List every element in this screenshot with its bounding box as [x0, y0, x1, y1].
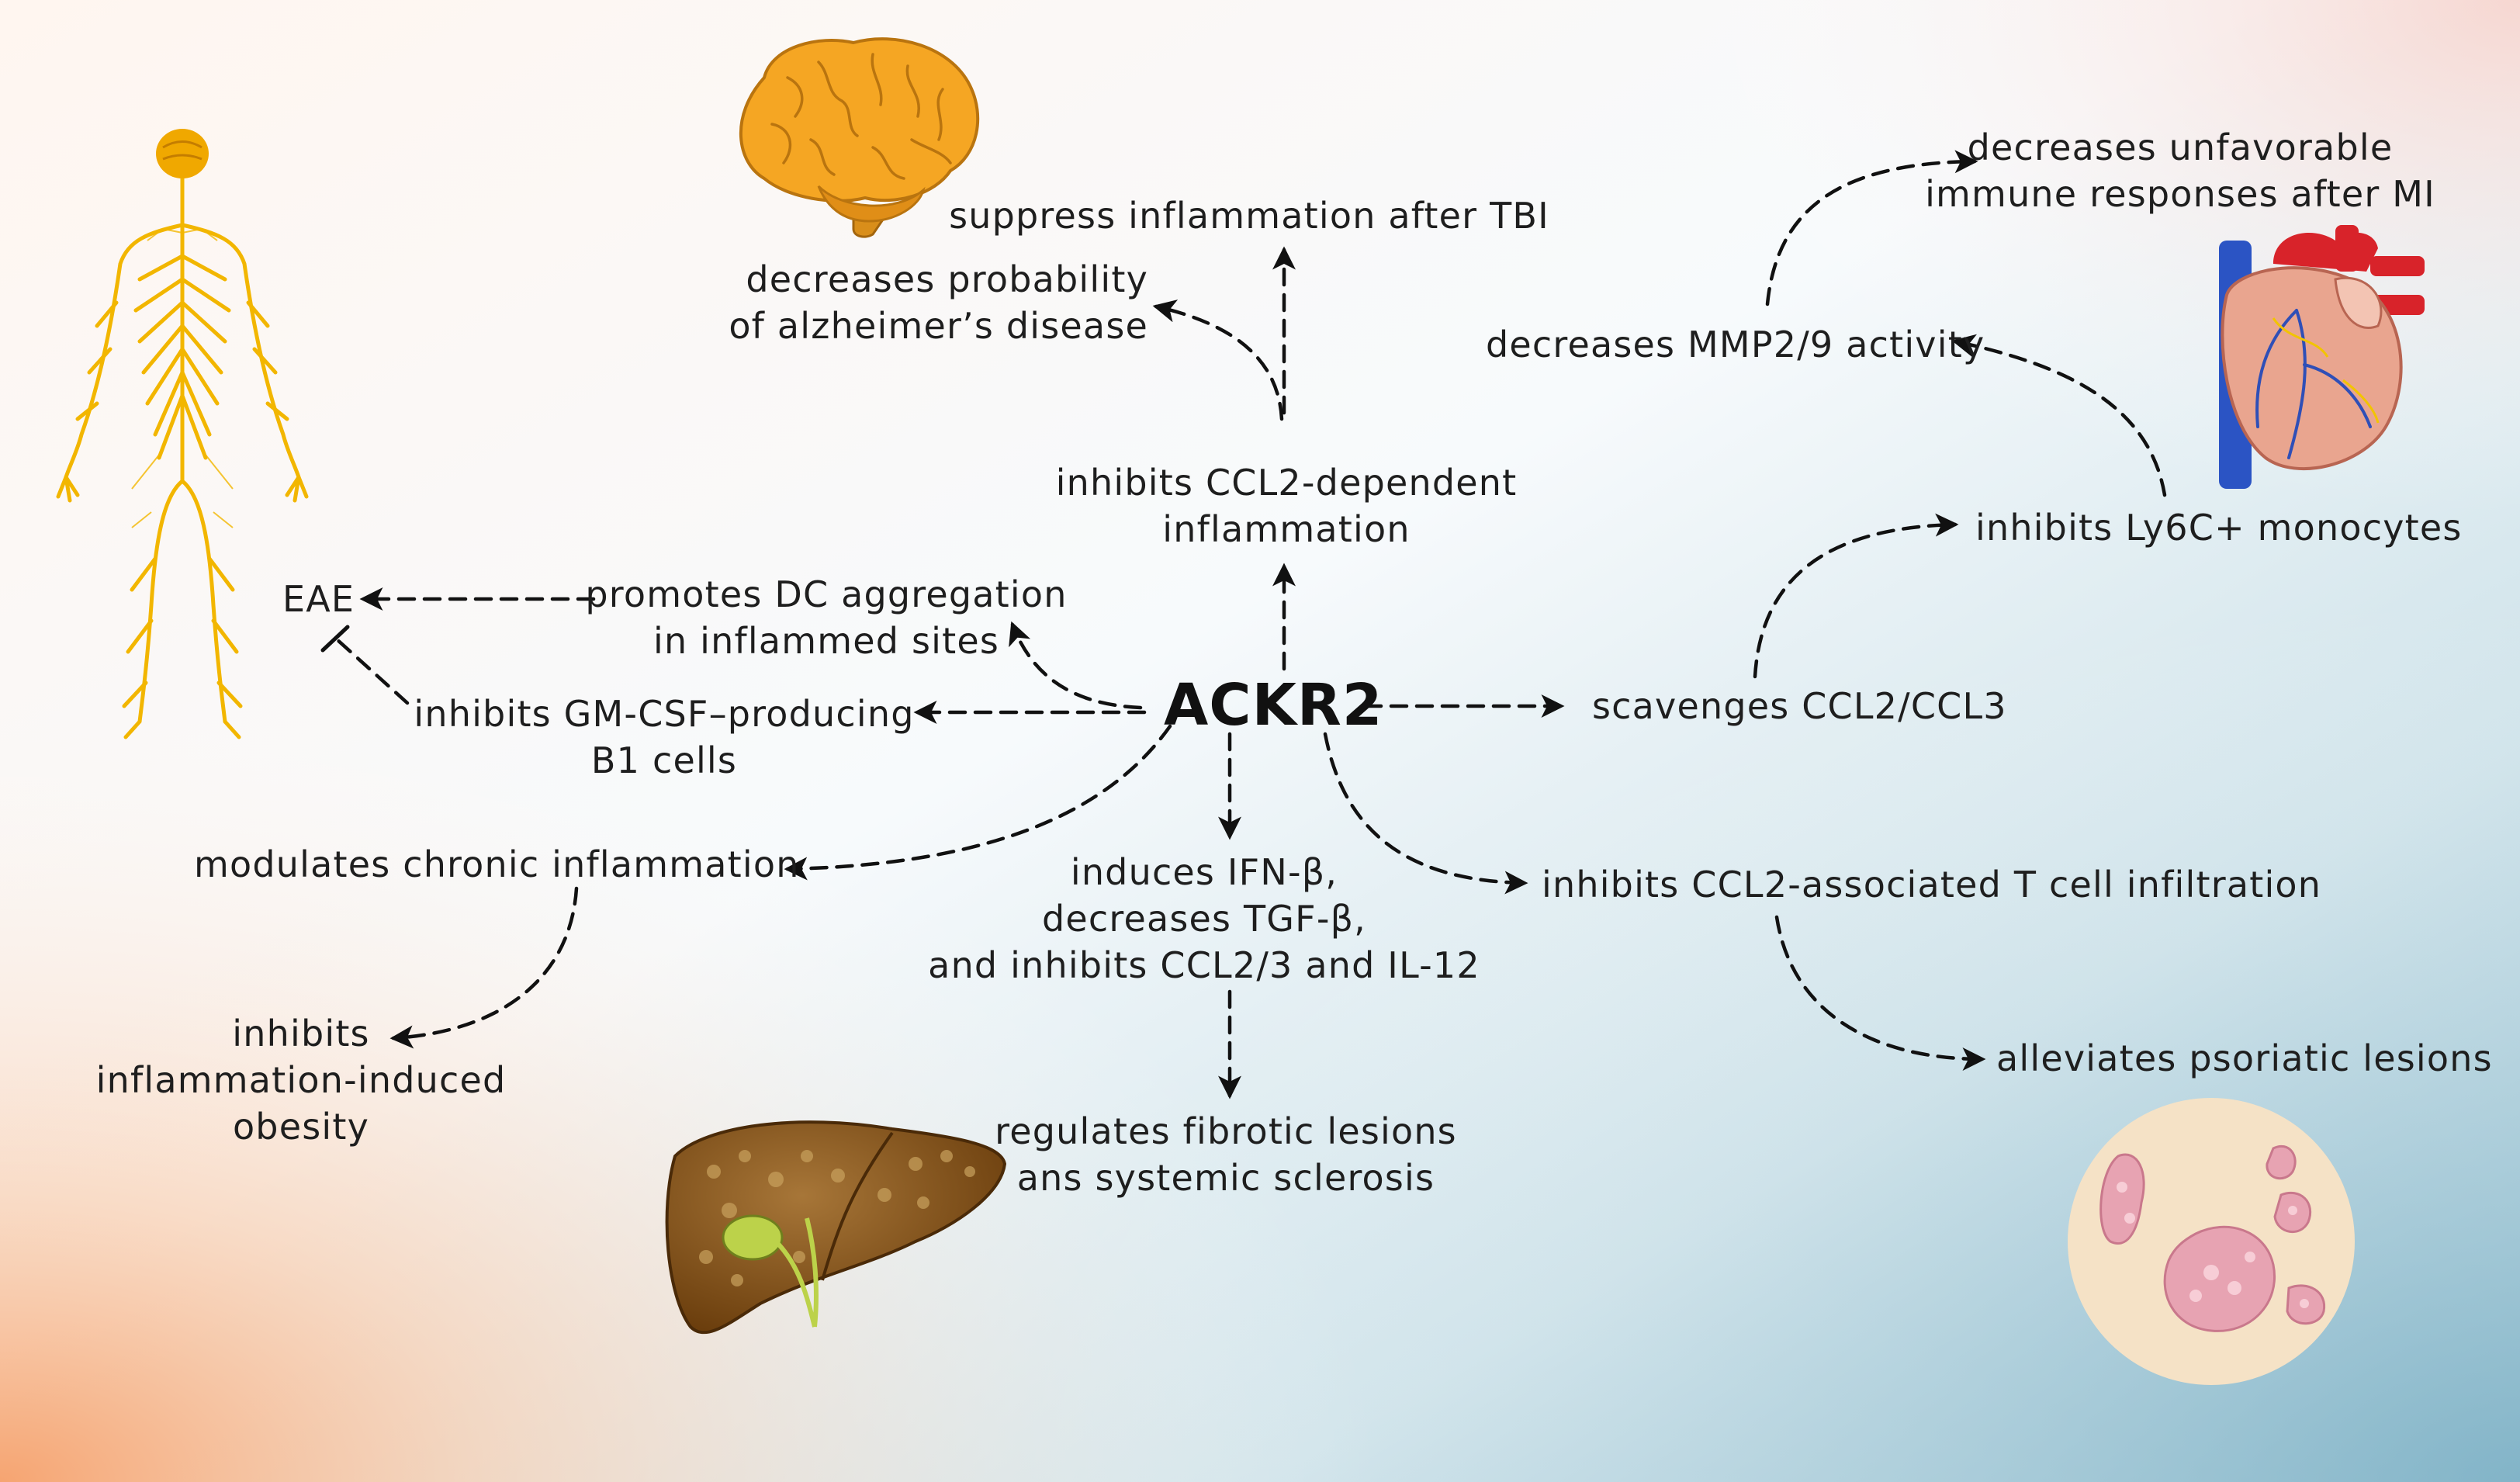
arrow-hub-to-tcell	[1323, 732, 1528, 895]
label-scavenges: scavenges CCL2/CCL3	[1592, 685, 2007, 727]
brain-icon	[739, 37, 980, 238]
label-chronic-inflammation: modulates chronic inflammation	[194, 843, 800, 885]
arrow-hub-to-dc-aggregation	[1009, 621, 1143, 710]
label-eae: EAE	[282, 578, 355, 620]
arrow-tcell-to-psoriatic	[1774, 915, 1986, 1071]
label-ifn: induces IFN-β, decreases TGF-β, and inhi…	[928, 851, 1480, 986]
nervous-system-icon	[56, 129, 309, 739]
label-dc-aggregation: promotes DC aggregation in inflammed sit…	[585, 573, 1068, 662]
label-psoriatic: alleviates psoriatic lesions	[1996, 1037, 2493, 1079]
label-ccl2-dependent: inhibits CCL2-dependent inflammation	[1055, 462, 1518, 550]
arrow-scavenges-to-ly6c	[1753, 513, 1959, 679]
label-ly6c: inhibits Ly6C+ monocytes	[1975, 507, 2463, 549]
label-suppress-tbi: suppress inflammation after TBI	[949, 195, 1549, 237]
hub-ackr2-title: ACKR2	[1164, 672, 1383, 739]
heart-icon	[2219, 225, 2425, 489]
arrow-ly6c-to-mmp	[1951, 334, 2167, 497]
label-gmcsf-b1: inhibits GM-CSF–producing B1 cells	[414, 693, 915, 781]
arrow-gmcsf-inhibits-eae	[334, 636, 410, 705]
label-fibrotic: regulates fibrotic lesions ans systemic …	[995, 1110, 1457, 1199]
arrow-ccl2dep-to-alzheimer	[1152, 300, 1284, 421]
arrow-hub-to-chronic	[784, 724, 1172, 881]
arrow-chronic-to-obesity	[389, 886, 579, 1049]
label-obesity: inhibits inflammation-induced obesity	[95, 1013, 507, 1148]
psoriasis-skin-icon	[2068, 1098, 2355, 1385]
liver-icon	[665, 1120, 1007, 1335]
arrow-mmp-to-unfavorable	[1765, 150, 1978, 306]
label-tcell: inhibits CCL2-associated T cell infiltra…	[1542, 864, 2322, 905]
label-unfavorable: decreases unfavorable immune responses a…	[1925, 126, 2435, 215]
inhibition-bar	[320, 625, 350, 653]
label-alzheimer: decreases probability of alzheimer’s dis…	[729, 258, 1148, 347]
label-mmp: decreases MMP2/9 activity	[1486, 324, 1985, 365]
